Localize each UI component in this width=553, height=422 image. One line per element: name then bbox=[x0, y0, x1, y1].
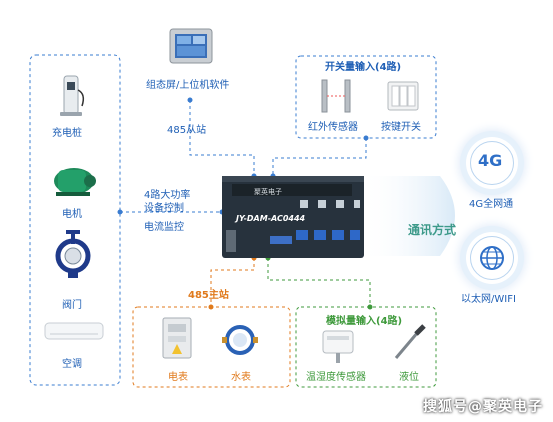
valve-label: 阀门 bbox=[62, 300, 82, 311]
device-model: JY-DAM-AC0444 bbox=[236, 214, 306, 223]
motor-label: 电机 bbox=[62, 209, 82, 220]
ethernet-badge bbox=[466, 232, 518, 284]
aircon-label: 空调 bbox=[62, 359, 82, 370]
hmi-label: 组态屏/上位机软件 bbox=[146, 80, 230, 91]
device-brand: 聚英电子 bbox=[254, 188, 282, 196]
analog-input-title: 模拟量输入(4路) bbox=[326, 316, 403, 327]
control-line1: 4路大功率 bbox=[144, 190, 191, 201]
button-switch-label: 按键开关 bbox=[381, 122, 421, 133]
meter-label: 电表 bbox=[168, 372, 188, 383]
level-label: 液位 bbox=[399, 372, 419, 383]
ethernet-label: 以太网/WIFI bbox=[461, 294, 516, 305]
slave-485-label: 485从站 bbox=[167, 125, 207, 136]
4g-icon: 4G bbox=[478, 151, 503, 170]
comm-title: 通讯方式 bbox=[408, 223, 457, 237]
4g-badge: 4G bbox=[466, 137, 518, 189]
control-line2: 设备控制 bbox=[144, 203, 184, 214]
switch-input-title: 开关量输入(4路) bbox=[325, 62, 402, 73]
water-meter-label: 水表 bbox=[231, 372, 251, 383]
ir-sensor-label: 红外传感器 bbox=[308, 122, 358, 133]
charger-label: 充电桩 bbox=[52, 128, 82, 139]
temp-humidity-label: 温湿度传感器 bbox=[306, 372, 366, 383]
4g-label: 4G全网通 bbox=[469, 199, 514, 210]
control-line3: 电流监控 bbox=[144, 222, 184, 233]
watermark: 搜狐号@聚英电子 bbox=[423, 399, 543, 415]
globe-icon bbox=[480, 246, 504, 270]
master-485-label: 485主站 bbox=[188, 290, 229, 301]
